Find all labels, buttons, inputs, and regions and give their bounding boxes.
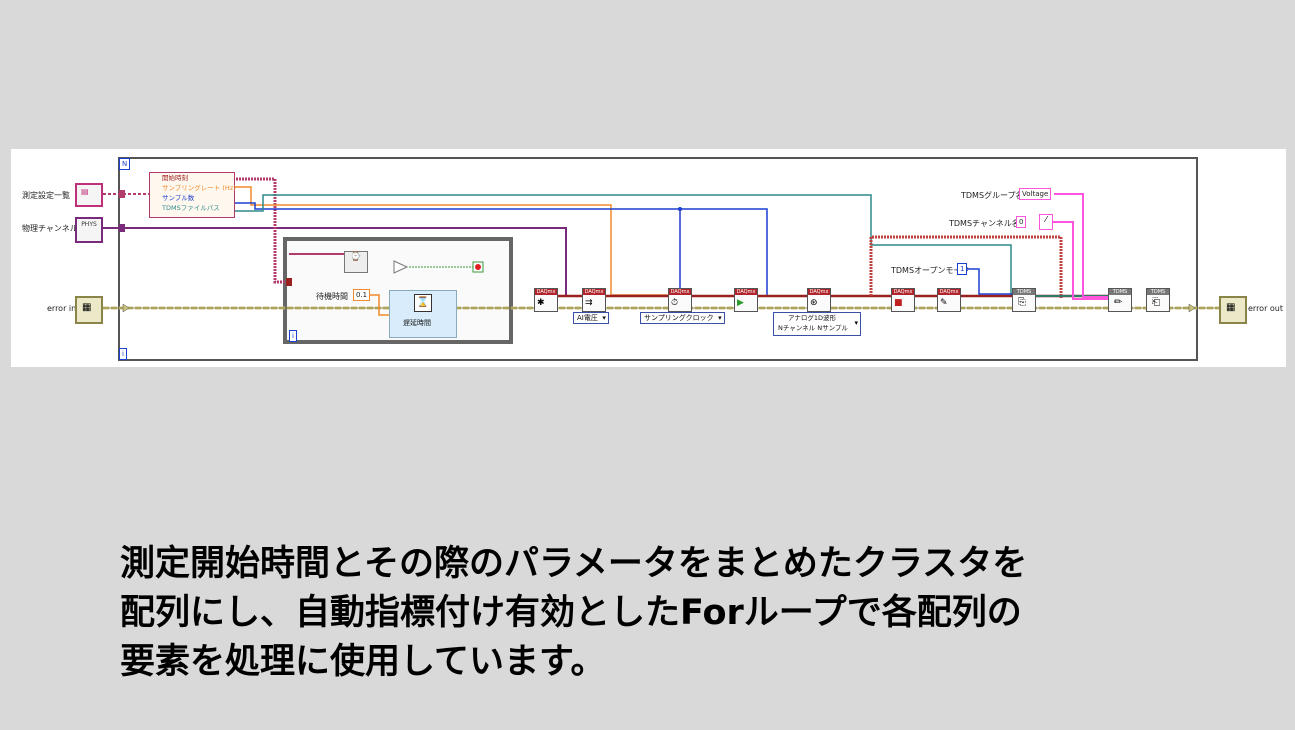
sample-count-wire <box>233 202 768 295</box>
pencil-icon: ✏ <box>1114 297 1123 308</box>
timing-icon: ⏱ <box>671 298 679 308</box>
convert-icon: ⁄ <box>1045 215 1047 224</box>
chevron-down-icon: ▾ <box>854 319 858 327</box>
error-cluster-icon-out: ▦ <box>1226 302 1236 313</box>
open-mode-wire <box>966 268 1016 295</box>
unbundle-start-time: 開始時刻 <box>162 174 188 182</box>
block-diagram: N i i 測定設定一覧 ▤ 物理チャンネル PHYS error in ▦ ▦… <box>11 149 1286 367</box>
wire-junction <box>678 207 682 211</box>
tdms-channel-name-label: TDMSチャンネル名 <box>949 219 1020 228</box>
tdms-header: TDMS <box>1109 289 1131 295</box>
hourglass-icon: ⌛ <box>414 294 432 312</box>
channel-wire <box>103 227 567 297</box>
cluster-icon: ▤ <box>81 187 89 196</box>
daqmx-header: DAQmx <box>669 289 691 295</box>
loop-count-terminal[interactable]: N <box>119 158 131 170</box>
daqmx-read[interactable]: DAQmx ⊛ <box>807 288 831 312</box>
group-name-wire <box>1054 193 1111 298</box>
read-mode-line1: アナログ1D波形 <box>788 314 837 322</box>
phys-icon: PHYS <box>81 221 97 228</box>
daqmx-header: DAQmx <box>583 289 605 295</box>
tdms-header: TDMS <box>1013 289 1035 295</box>
error-out-terminal[interactable]: ▦ <box>1219 296 1247 324</box>
tdms-write-node[interactable]: TDMS ✏ <box>1108 288 1132 312</box>
unbundle-by-name-node[interactable]: 開始時刻 サンプリングレート (Hz) サンプル数 TDMSファイルパス <box>149 172 236 218</box>
clock-icon: ⌚ <box>350 252 362 262</box>
physical-channel-label: 物理チャンネル <box>22 224 78 233</box>
tdms-group-name-constant[interactable]: Voltage <box>1019 188 1052 200</box>
start-icon: ▶ <box>737 298 744 308</box>
daqmx-create-task[interactable]: DAQmx ✱ <box>534 288 558 312</box>
tdms-close-node[interactable]: TDMS ⎗ <box>1146 288 1170 312</box>
tdms-channel-name-constant[interactable]: 0 <box>1016 216 1027 228</box>
tdms-group-name-label: TDMSグループ名 <box>961 191 1024 200</box>
wait-time-constant[interactable]: 0.1 <box>353 289 371 301</box>
loop-index-terminal[interactable]: i <box>119 348 127 360</box>
read-mode-line2: Nチャンネル Nサンプル <box>778 324 848 332</box>
daqmx-header: DAQmx <box>938 289 960 295</box>
file-close-icon: ⎗ <box>1152 297 1160 308</box>
cluster-tunnel <box>119 190 125 198</box>
unbundle-sample-count: サンプル数 <box>162 194 195 202</box>
tdms-header: TDMS <box>1147 289 1169 295</box>
caption-line-3: 要素を処理に使用しています。 <box>120 642 606 682</box>
wait-time-label: 待機時間 <box>316 292 348 301</box>
waveform-wire <box>869 235 1063 298</box>
time-delay-node[interactable]: ⌛ 遅延時間 <box>389 290 457 338</box>
settings-array-terminal[interactable]: ▤ <box>75 183 103 207</box>
tdms-open-mode-label: TDMSオープンモード <box>891 266 970 275</box>
channel-tunnel <box>119 224 125 232</box>
unbundle-sample-rate: サンプリングレート (Hz) <box>162 184 236 192</box>
daqmx-header: DAQmx <box>892 289 914 295</box>
daqmx-header: DAQmx <box>735 289 757 295</box>
error-tunnel-right <box>1188 303 1196 313</box>
caption-line-2: 配列にし、自動指標付け有効としたForループで各配列の <box>120 593 1022 633</box>
physical-channel-terminal[interactable]: PHYS <box>75 217 103 243</box>
caption-line-1: 測定開始時間とその際のパラメータをまとめたクラスタを <box>120 544 1028 584</box>
read-icon: ⊛ <box>810 298 818 308</box>
ai-voltage-selector[interactable]: AI電圧 <box>573 312 609 324</box>
for-loop-frame[interactable] <box>118 157 1198 361</box>
channel-name-wire <box>1049 221 1111 300</box>
file-open-icon: ⎘ <box>1018 297 1026 308</box>
daqmx-header: DAQmx <box>535 289 557 295</box>
daqmx-start-task[interactable]: DAQmx ▶ <box>734 288 758 312</box>
stop-icon <box>475 264 481 270</box>
error-in-label: error in <box>47 304 77 313</box>
unbundle-tdms-path: TDMSファイルパス <box>162 204 220 212</box>
error-in-terminal[interactable]: ▦ <box>75 296 103 324</box>
daqmx-clear-task[interactable]: DAQmx ✎ <box>937 288 961 312</box>
eraser-icon: ✎ <box>940 298 948 308</box>
measurement-settings-label: 測定設定一覧 <box>22 191 70 200</box>
delay-node-label: 遅延時間 <box>403 319 431 327</box>
error-out-label: error out <box>1248 304 1284 313</box>
sample-clock-selector[interactable]: サンプリングクロック <box>640 312 725 324</box>
channel-icon: ⇉ <box>585 298 593 308</box>
stop-icon: ■ <box>894 298 903 308</box>
read-mode-selector[interactable]: アナログ1D波形 Nチャンネル Nサンプル ▾ <box>773 312 861 336</box>
error-tunnel-left <box>122 303 130 313</box>
error-cluster-icon: ▦ <box>82 302 92 313</box>
compare-node[interactable] <box>393 260 409 274</box>
daqmx-stop-task[interactable]: DAQmx ■ <box>891 288 915 312</box>
tdms-path-wire <box>233 194 1012 297</box>
get-time-node[interactable]: ⌚ <box>344 251 368 273</box>
daqmx-header: DAQmx <box>808 289 830 295</box>
wait-time-wire <box>369 294 389 316</box>
number-to-string-node[interactable]: ⁄ <box>1039 214 1053 230</box>
inner-index-terminal[interactable]: i <box>289 330 297 342</box>
daqmx-create-channel[interactable]: DAQmx ⇉ <box>582 288 606 312</box>
start-time-wire <box>233 177 289 284</box>
caption: 測定開始時間とその際のパラメータをまとめたクラスタを 配列にし、自動指標付け有効… <box>120 540 1220 687</box>
daqmx-timing[interactable]: DAQmx ⏱ <box>668 288 692 312</box>
time-tunnel <box>286 278 292 286</box>
create-icon: ✱ <box>537 298 545 308</box>
tdms-open-mode-constant[interactable]: 1 <box>957 263 968 275</box>
tdms-open-node[interactable]: TDMS ⎘ <box>1012 288 1036 312</box>
